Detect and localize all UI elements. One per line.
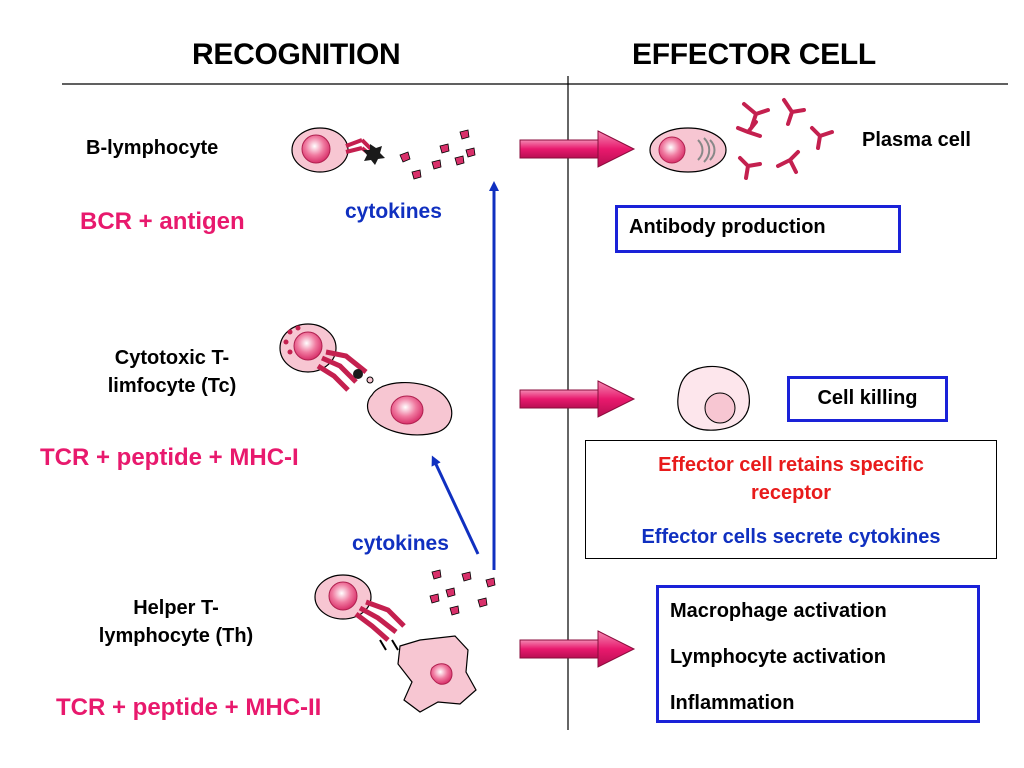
cytokines-label-bottom: cytokines [352,532,449,555]
effector-notes-box: Effector cell retains specific receptor … [585,440,997,559]
note-retains-receptor: Effector cell retains specific receptor [658,454,924,504]
note-secrete-cytokines: Effector cells secrete cytokines [641,526,941,548]
tcr-mhc2-label: TCR + peptide + MHC-II [56,694,322,721]
header-recognition: RECOGNITION [192,38,401,71]
plasma-cell-icon [649,127,727,173]
cytotoxic-t-label-line2: limfocyte (Tc) [107,375,237,397]
antibody-icons [736,98,834,180]
outcome-macrophage: Macrophage activation [670,600,887,622]
arrow-tc-to-killing [519,380,636,418]
th-outcomes-box: Macrophage activation Lymphocyte activat… [656,585,980,723]
tcr-mhc1-label: TCR + peptide + MHC-I [40,444,299,471]
cytokine-particles-top [399,129,476,180]
helper-t-cell-icon [314,574,477,713]
bcr-antigen-label: BCR + antigen [80,208,245,235]
helper-t-label: Helper T- lymphocyte (Th) [76,594,276,650]
helper-t-label-line1: Helper T- [133,597,219,619]
arrow-th-to-activation [519,630,636,668]
helper-t-label-line2: lymphocyte (Th) [98,625,254,647]
cytotoxic-t-label-line1: Cytotoxic T- [114,347,230,369]
header-effector-cell: EFFECTOR CELL [632,38,876,71]
outcome-lymphocyte: Lymphocyte activation [670,646,886,668]
b-lymphocyte-label: B-lymphocyte [86,137,219,159]
cytokine-particles-bottom [429,569,496,616]
cytotoxic-t-cell-icon [279,323,453,436]
target-cell-icon [677,365,750,431]
arrow-b-to-plasma [519,130,636,168]
b-lymphocyte-icon [291,127,385,173]
cytokine-arrow-diagonal [431,455,480,555]
cytokines-label-top: cytokines [345,200,442,223]
plasma-cell-label: Plasma cell [862,129,971,151]
cytotoxic-t-label: Cytotoxic T- limfocyte (Tc) [82,344,262,400]
outcome-inflammation: Inflammation [670,692,795,714]
antibody-production-box: Antibody production [615,205,901,253]
cell-killing-box: Cell killing [787,376,948,422]
